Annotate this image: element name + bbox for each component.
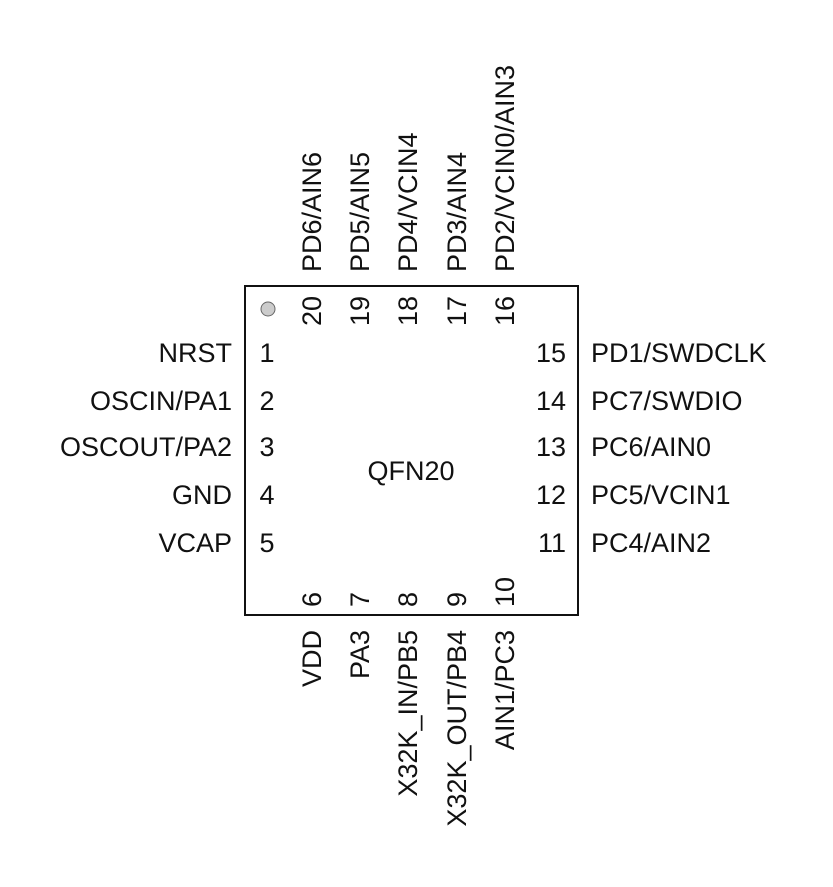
pin-number-right: 11: [538, 528, 566, 558]
pin-group: 1 NRST 2 OSCIN/PA1 3 OSCOUT/PA2 4 GND 5 VCAP 11 PC4…: [60, 65, 767, 827]
pin-number-left: 1: [259, 338, 274, 368]
pin-number-right: 14: [536, 386, 566, 416]
pin-name-top: PD4/VCIN4: [393, 132, 423, 272]
pin-number-right: 15: [536, 338, 566, 368]
pin-name-top: PD3/AIN4: [442, 152, 472, 272]
pin-number-left: 3: [259, 432, 274, 462]
pin-name-right: PC6/AIN0: [591, 432, 711, 462]
pin-number-left: 2: [259, 386, 274, 416]
pin-number-bottom: 7: [345, 592, 375, 607]
pin-number-left: 4: [259, 480, 274, 510]
pin-number-top: 19: [345, 296, 375, 326]
pin1-marker: [260, 301, 276, 317]
pin-name-left: NRST: [159, 338, 233, 368]
pin-name-bottom: X32K_OUT/PB4: [442, 630, 472, 827]
package-outline: [244, 285, 579, 616]
pin-number-right: 12: [536, 480, 566, 510]
pin-number-top: 18: [393, 296, 423, 326]
pin-number-top: 20: [297, 296, 327, 326]
pin-number-bottom: 8: [393, 592, 423, 607]
pin-name-left: OSCIN/PA1: [90, 386, 232, 416]
package-label: QFN20: [367, 456, 454, 486]
pin-name-bottom: AIN1/PC3: [490, 630, 520, 750]
pin-name-right: PC5/VCIN1: [591, 480, 731, 510]
pin-name-left: VCAP: [158, 528, 232, 558]
pin-name-right: PC4/AIN2: [591, 528, 711, 558]
pin-number-top: 17: [442, 296, 472, 326]
pin-number-left: 5: [259, 528, 274, 558]
pin-number-bottom: 6: [297, 592, 327, 607]
pin-name-bottom: PA3: [345, 630, 375, 679]
pin-name-top: PD6/AIN6: [297, 152, 327, 272]
pin-number-bottom: 10: [490, 577, 520, 607]
pin-name-top: PD2/VCIN0/AIN3: [490, 65, 520, 272]
pin-name-bottom: X32K_IN/PB5: [393, 630, 423, 797]
pin-name-right: PC7/SWDIO: [591, 386, 743, 416]
pin-name-left: GND: [172, 480, 232, 510]
pin-name-top: PD5/AIN5: [345, 152, 375, 272]
pin-name-right: PD1/SWDCLK: [591, 338, 767, 368]
pin-name-bottom: VDD: [297, 630, 327, 687]
pin-number-right: 13: [536, 432, 566, 462]
pin-name-left: OSCOUT/PA2: [60, 432, 232, 462]
pin-number-top: 16: [490, 296, 520, 326]
pin-number-bottom: 9: [442, 592, 472, 607]
